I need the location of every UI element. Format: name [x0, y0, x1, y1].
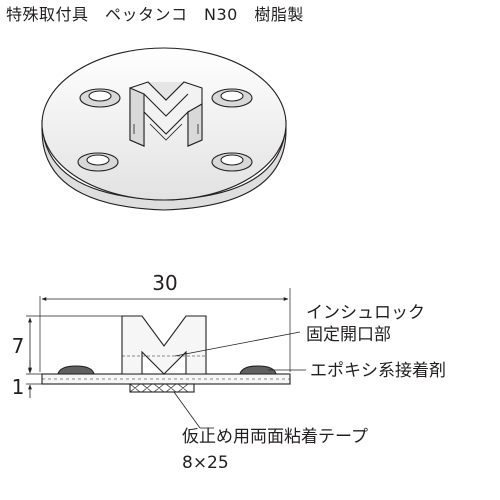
dim-30-label: 30 — [152, 271, 177, 295]
label-insulock-1: インシュロック — [306, 303, 425, 323]
perspective-view — [41, 47, 287, 211]
mounting-holes — [77, 88, 253, 172]
m-section — [121, 315, 207, 375]
label-tape-1: 仮止め用両面粘着テープ — [182, 427, 368, 447]
epoxy-left — [57, 365, 95, 375]
m-block — [129, 81, 203, 147]
side-view — [26, 288, 306, 429]
label-tape-2: 8×25 — [182, 453, 229, 473]
page-title: 特殊取付具 ペッタンコ N30 樹脂製 — [6, 5, 304, 24]
label-epoxy: エポキシ系接着剤 — [310, 361, 446, 381]
label-insulock-2: 固定開口部 — [306, 325, 391, 345]
leader-insulock — [174, 331, 301, 357]
epoxy-right — [239, 365, 277, 375]
leader-tape — [173, 391, 201, 429]
m-block-detail — [133, 123, 199, 141]
dim-7-label: 7 — [12, 334, 25, 358]
dim-1-label: 1 — [12, 375, 25, 399]
tape-section — [129, 383, 195, 393]
